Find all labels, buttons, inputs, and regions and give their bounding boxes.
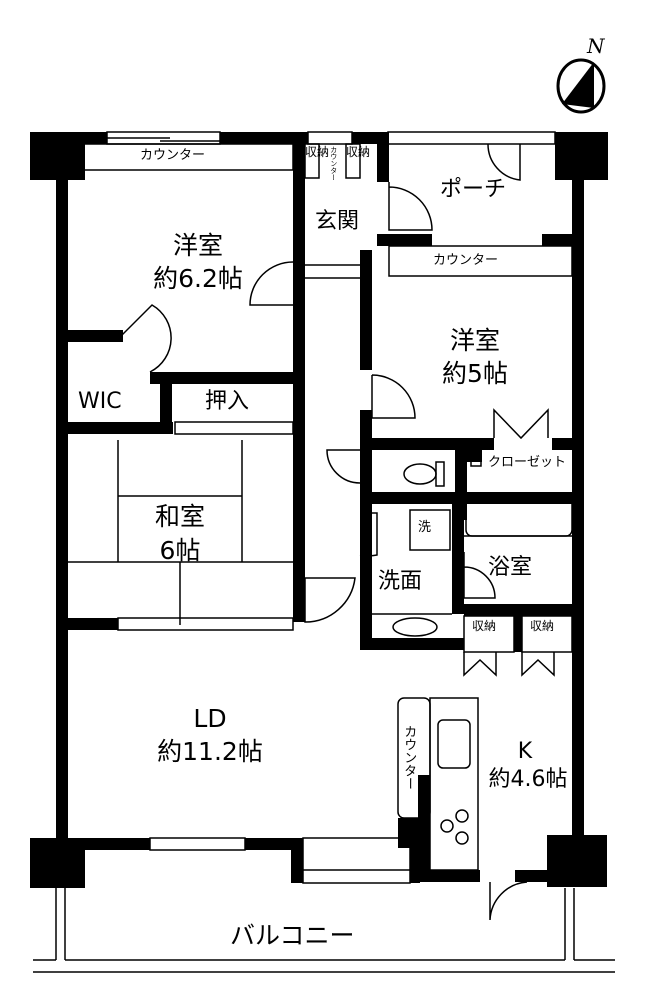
oshiire-label: 押入 (205, 389, 250, 414)
kitchen-name: K (517, 739, 533, 764)
western-room-1-name: 洋室 (172, 231, 223, 260)
compass-north-label: N (587, 34, 605, 58)
storage-label: 収納 (305, 145, 330, 159)
washer-label: 洗 (418, 520, 432, 535)
western-room-1-size: 約6.2帖 (153, 264, 243, 293)
balcony-label: バルコニー (230, 921, 355, 950)
storage-label: 収納 (472, 619, 497, 633)
porch-label: ポーチ (440, 177, 507, 202)
storage-label: 収納 (530, 619, 555, 633)
bathroom-label: 浴室 (488, 555, 533, 580)
western-room-2-size: 約5帖 (442, 359, 508, 388)
kitchen-size: 約4.6帖 (488, 767, 568, 792)
counter-label: カウンター (401, 725, 417, 790)
western-room-2-name: 洋室 (449, 326, 500, 355)
closet-label: クローゼット (488, 455, 567, 470)
storage-label: 収納 (346, 145, 371, 159)
wic-label: WIC (78, 389, 122, 414)
counter-label: カウンター (140, 148, 206, 163)
ld-name: LD (193, 704, 227, 733)
counter-label: カウンター (433, 253, 499, 268)
entrance-label: 玄関 (315, 209, 360, 234)
japanese-room-name: 和室 (154, 502, 205, 531)
counter-label: カウンター (329, 146, 338, 181)
washroom-label: 洗面 (378, 569, 423, 594)
japanese-room-size: 6帖 (159, 536, 201, 565)
north-arrow-icon (556, 58, 606, 114)
ld-size: 約11.2帖 (157, 737, 263, 766)
